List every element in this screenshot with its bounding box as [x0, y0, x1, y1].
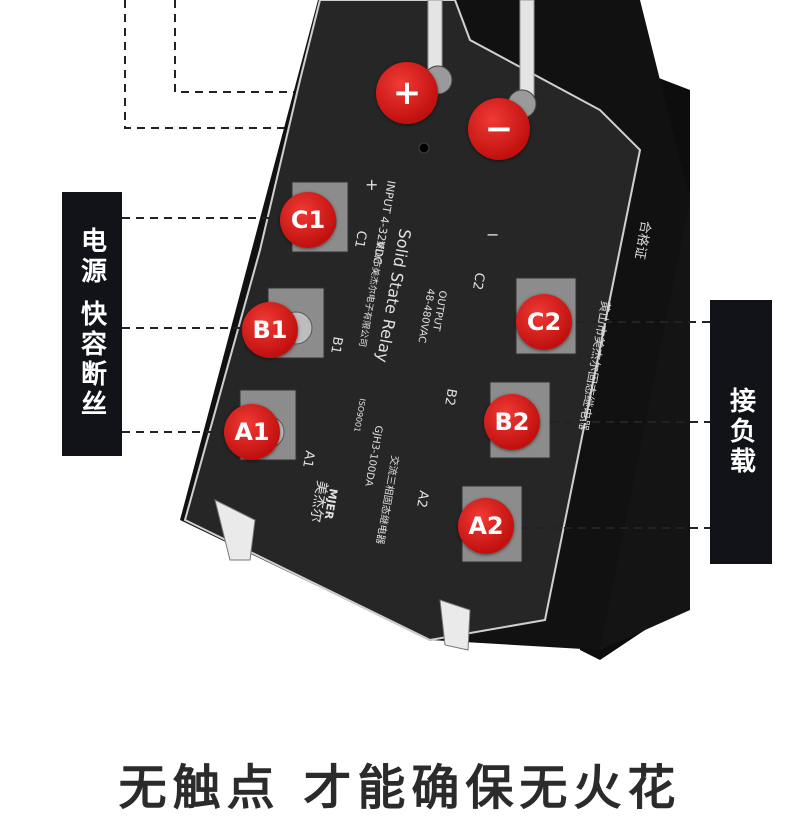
badge-plus: +: [376, 62, 438, 124]
badge-minus: −: [468, 98, 530, 160]
relay-label-b1: B1: [327, 335, 345, 355]
badge-a1: A1: [224, 404, 280, 460]
mount-notch: [214, 499, 256, 561]
relay-brand-en: MJER: [322, 487, 340, 520]
led-indicator: [418, 142, 430, 154]
relay-label-b2: B2: [441, 387, 459, 407]
relay-brand-cn: 美杰尔: [307, 479, 330, 523]
relay-label-a1: A1: [299, 449, 317, 469]
badge-a2: A2: [458, 498, 514, 554]
slogan-text: 无触点 才能确保无火花: [118, 760, 682, 816]
left-label-power-fuse: 电源 快容断丝: [62, 192, 122, 456]
right-label-load: 接负载: [710, 300, 772, 564]
badge-b1: B1: [242, 302, 298, 358]
relay-clear-cover: [183, 0, 642, 642]
relay-input-plus: +: [365, 175, 378, 194]
badge-b2: B2: [484, 394, 540, 450]
relay-label-c1: C1: [351, 229, 369, 249]
badge-c1: C1: [280, 192, 336, 248]
relay-illustration: INPUT 4-32VDC + − Solid State Relay 黄山市美…: [122, 0, 710, 660]
cable-2: [519, 0, 535, 101]
side-cert: 合格证: [631, 219, 654, 260]
mount-notch-2: [439, 599, 471, 651]
relay-label-a2: A2: [413, 489, 431, 509]
relay-input-minus: −: [486, 225, 499, 244]
relay-label-c2: C2: [469, 271, 487, 291]
badge-c2: C2: [516, 294, 572, 350]
